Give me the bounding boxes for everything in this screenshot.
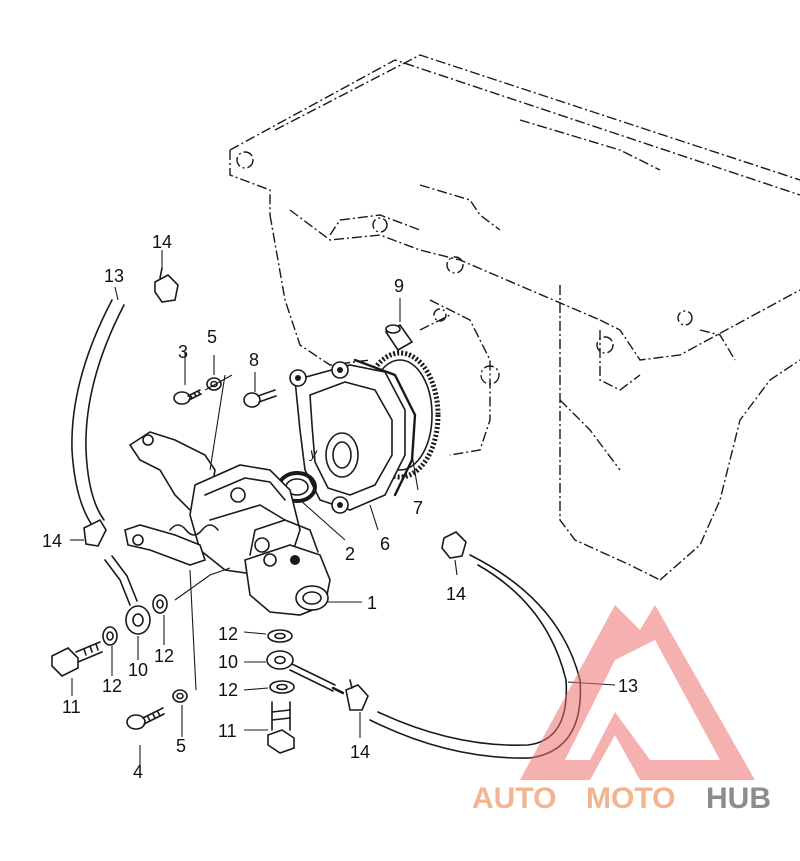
callout-12-c: 12: [218, 624, 238, 644]
callout-12-d: 12: [218, 680, 238, 700]
callout-10-right: 10: [218, 652, 238, 672]
callout-14-d: 14: [350, 742, 370, 762]
callout-12-a: 12: [102, 676, 122, 696]
callout-5-upper: 5: [207, 327, 217, 347]
hose-clamp-14-b: [83, 518, 107, 547]
callout-1: 1: [367, 593, 377, 613]
watermark-logo: [520, 605, 755, 780]
hose-clamp-14-a: [154, 267, 179, 303]
callout-4: 4: [133, 762, 143, 782]
callout-14-c: 14: [446, 584, 466, 604]
dowel-pin-9: [384, 323, 414, 352]
callouts: 1 2 3 4 5 5 6 7 8 9 10 10 11 11 12 12 12…: [42, 232, 638, 782]
leader-lines: [70, 250, 616, 768]
callout-7: 7: [413, 498, 423, 518]
watermark-text: AUTO MOTO HUB: [472, 782, 771, 815]
callout-14-a: 14: [152, 232, 172, 252]
callout-9: 9: [394, 276, 404, 296]
banjo-fitting-10-left: [104, 555, 151, 635]
sealing-washer-12-a: [102, 626, 118, 646]
callout-12-b: 12: [154, 646, 174, 666]
watermark-auto: AUTO: [472, 782, 556, 815]
watermark-moto: MOTO: [586, 782, 675, 815]
banjo-bolt-11-left: [51, 641, 103, 677]
sealing-washer-12-d: [269, 680, 295, 694]
banjo-fitting-10-right: [266, 650, 345, 695]
screw-4: [126, 707, 165, 730]
screw-8: [243, 389, 277, 408]
washer-5-lower: [172, 689, 188, 703]
pump-cover-6: [289, 358, 417, 514]
watermark-triangle-icon: [520, 605, 755, 780]
oil-pump-body-1: [124, 431, 331, 616]
callout-3: 3: [178, 342, 188, 362]
callout-13-right: 13: [618, 676, 638, 696]
sealing-washer-12-c: [267, 629, 293, 643]
callout-13-left: 13: [104, 266, 124, 286]
hose-clamp-14-c: [441, 531, 467, 559]
callout-14-b: 14: [42, 531, 62, 551]
callout-11-left: 11: [62, 697, 81, 717]
hose-clamp-14-d: [345, 679, 369, 711]
callout-6: 6: [380, 534, 390, 554]
callout-8: 8: [249, 350, 259, 370]
y-mark: y: [309, 445, 318, 461]
crankcase-outline: [229, 54, 800, 581]
watermark-hub: HUB: [706, 782, 771, 815]
callout-10-left: 10: [128, 660, 148, 680]
oil-hose-13-left: [71, 299, 125, 526]
banjo-bolt-11-right: [267, 701, 295, 754]
screw-3: [173, 389, 202, 405]
sealing-washer-12-b: [152, 594, 168, 614]
callout-2: 2: [345, 544, 355, 564]
callout-5-lower: 5: [176, 736, 186, 756]
callout-11-right: 11: [218, 721, 237, 741]
